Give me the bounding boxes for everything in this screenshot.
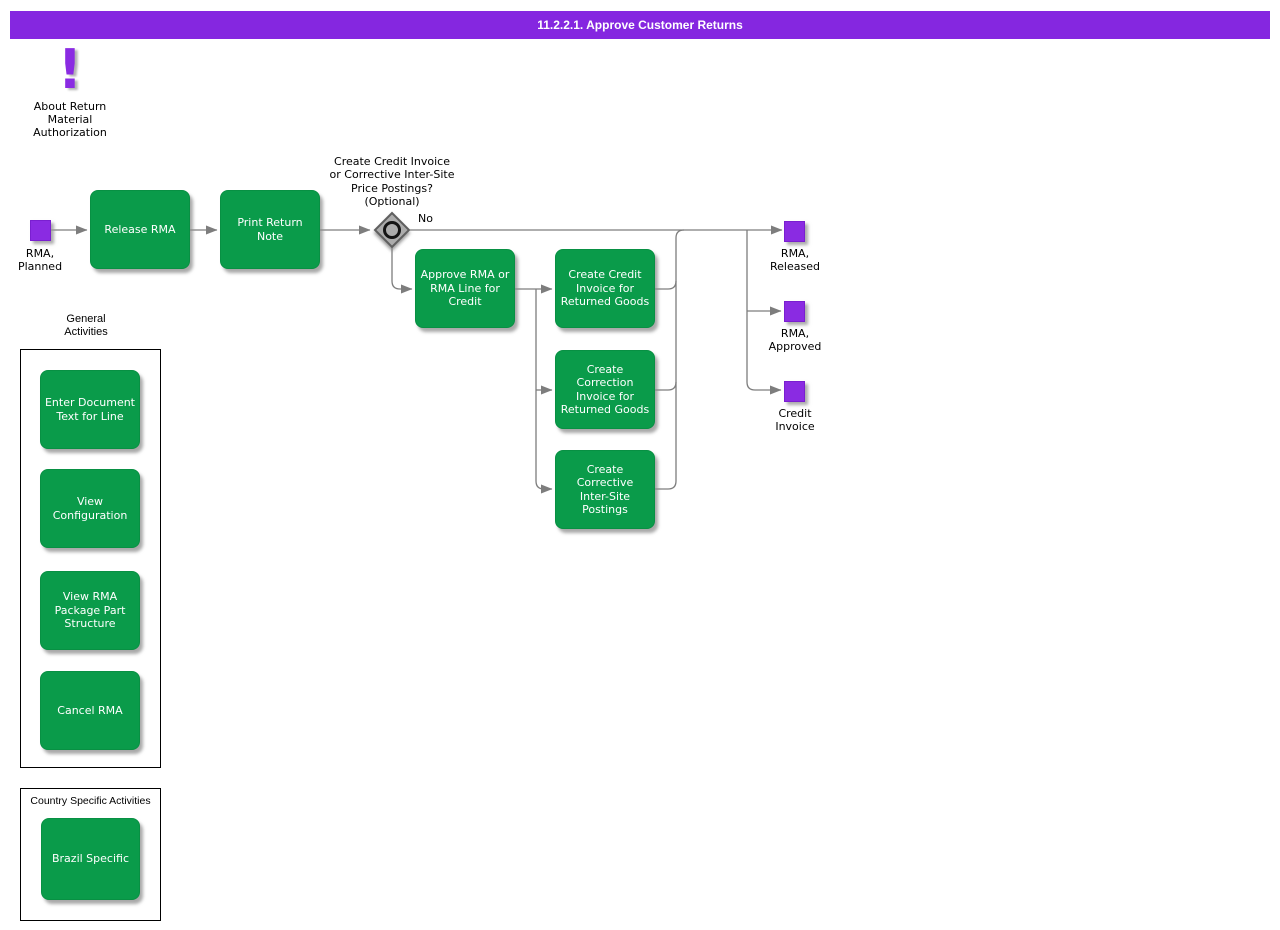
event-rma-planned-label: RMA, Planned — [17, 247, 63, 273]
task-view-configuration[interactable]: View Configuration — [40, 469, 140, 548]
exclamation-icon[interactable]: ! — [57, 38, 83, 101]
task-release-rma[interactable]: Release RMA — [90, 190, 190, 269]
event-rma-released[interactable] — [784, 221, 805, 242]
task-view-rma-package-part-structure[interactable]: View RMA Package Part Structure — [40, 571, 140, 650]
about-return-material-authorization-label: About Return Material Authorization — [33, 100, 107, 139]
task-create-correction-invoice-for-returned-goods[interactable]: Create Correction Invoice for Returned G… — [555, 350, 655, 429]
decision-no-branch-label: No — [418, 212, 433, 225]
general-activities-title: General Activities — [64, 313, 108, 338]
task-approve-rma-or-rma-line-for-credit[interactable]: Approve RMA or RMA Line for Credit — [415, 249, 515, 328]
country-specific-activities-title: Country Specific Activities — [30, 795, 151, 807]
event-rma-approved-label: RMA, Approved — [768, 327, 822, 353]
event-rma-planned[interactable] — [30, 220, 51, 241]
general-activities-group-frame — [20, 349, 161, 768]
task-create-corrective-inter-site-postings[interactable]: Create Corrective Inter-Site Postings — [555, 450, 655, 529]
task-create-credit-invoice-for-returned-goods[interactable]: Create Credit Invoice for Returned Goods — [555, 249, 655, 328]
task-brazil-specific[interactable]: Brazil Specific — [41, 818, 140, 900]
country-specific-activities-group-frame: Country Specific Activities — [20, 788, 161, 921]
event-credit-invoice[interactable] — [784, 381, 805, 402]
decision-question-label: Create Credit Invoice or Corrective Inte… — [329, 155, 455, 209]
task-print-return-note[interactable]: Print Return Note — [220, 190, 320, 269]
gateway-circle-icon — [383, 221, 401, 239]
decision-gateway[interactable] — [373, 211, 411, 249]
event-rma-released-label: RMA, Released — [770, 247, 820, 273]
task-cancel-rma[interactable]: Cancel RMA — [40, 671, 140, 750]
task-enter-document-text-for-line[interactable]: Enter Document Text for Line — [40, 370, 140, 449]
event-rma-approved[interactable] — [784, 301, 805, 322]
diagram-title-bar: 11.2.2.1. Approve Customer Returns — [10, 11, 1270, 39]
event-credit-invoice-label: Credit Invoice — [775, 407, 815, 433]
